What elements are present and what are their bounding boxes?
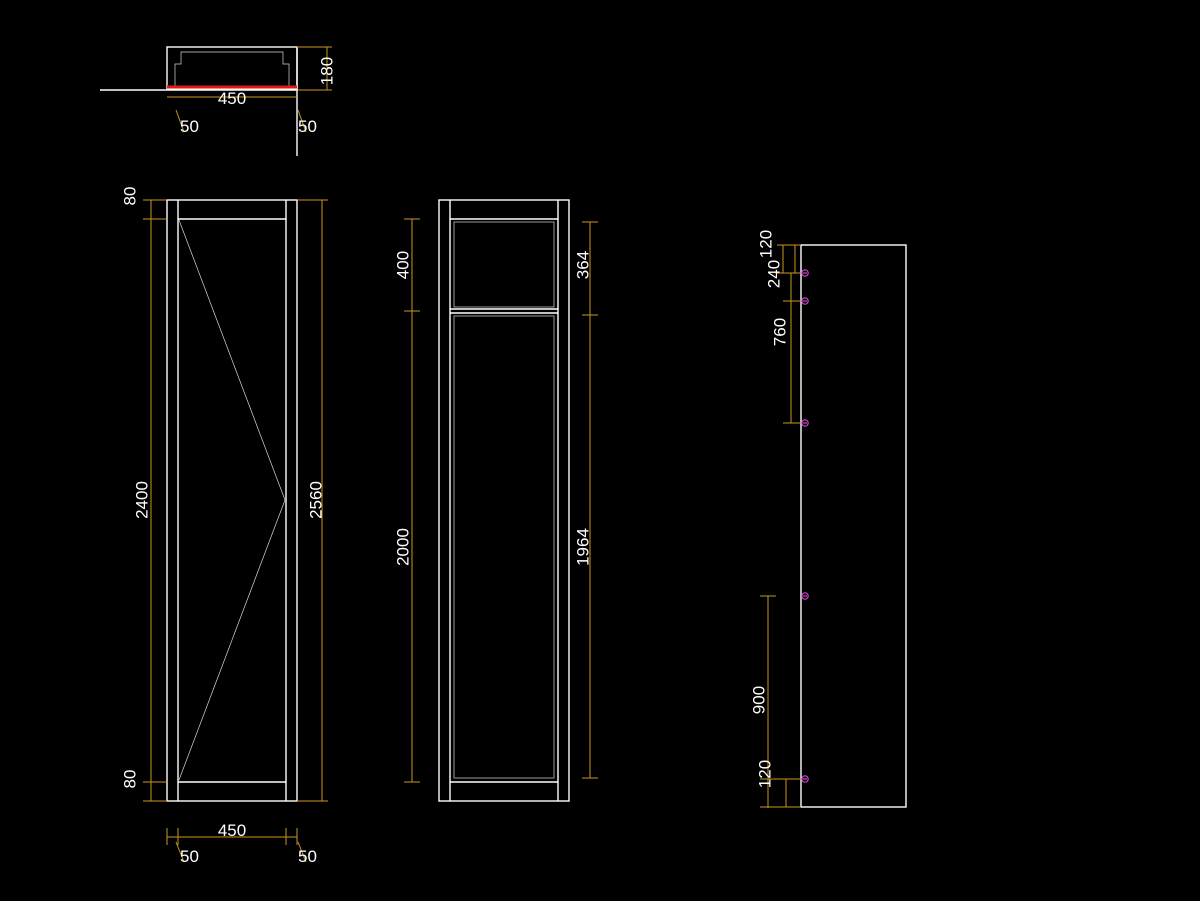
hinge-marker	[801, 269, 809, 277]
hinge-top-offset-label: 120	[756, 230, 775, 258]
door-right-offset-label: 50	[298, 847, 317, 866]
door-total-height-label: 2560	[306, 481, 325, 519]
interior-outer-bottom-label: 2000	[393, 528, 412, 566]
door-top-rail-label: 80	[120, 187, 139, 206]
plan-outer-box	[166, 46, 298, 90]
hinge-bottom-offset-label: 120	[755, 760, 774, 788]
door-height-label: 2400	[132, 481, 151, 519]
plan-width-label: 450	[218, 89, 246, 108]
plan-left-leader	[175, 109, 185, 133]
door-outer-frame	[166, 199, 298, 802]
interior-upper-compartment	[453, 221, 555, 308]
hinge-marker	[801, 775, 809, 783]
interior-elevation: 400 2000 364 1964	[393, 199, 598, 802]
door-left-leader	[175, 841, 185, 863]
side-hinge-view: 120 240 760 900 120	[749, 230, 907, 808]
plan-left-offset-label: 50	[180, 117, 199, 136]
interior-inner-top-label: 364	[573, 251, 592, 279]
side-panel-outline	[800, 244, 907, 808]
door-swing-indicator	[178, 219, 286, 781]
interior-outer-frame	[438, 199, 570, 802]
hinge-spacing-1-label: 240	[764, 260, 783, 288]
plan-inner-profile	[174, 51, 290, 88]
interior-lower-compartment	[453, 315, 555, 779]
door-left-offset-label: 50	[180, 847, 199, 866]
plan-right-leader	[297, 109, 307, 133]
hinge-spacing-2-label: 760	[770, 318, 789, 346]
hinge-marker	[801, 297, 809, 305]
hinge-lower-span-label: 900	[749, 686, 768, 714]
plan-right-offset-label: 50	[298, 117, 317, 136]
hinge-marker	[801, 419, 809, 427]
interior-outer-top-label: 400	[393, 251, 412, 279]
door-right-leader	[297, 841, 307, 863]
door-elevation: 80 2400 80 2560 450 50 50	[120, 187, 328, 866]
door-width-label: 450	[218, 821, 246, 840]
plan-view: 180 450 50 50	[100, 46, 336, 156]
plan-depth-label: 180	[317, 57, 336, 85]
interior-inner-bottom-label: 1964	[573, 528, 592, 566]
hinge-marker	[801, 592, 809, 600]
door-bottom-rail-label: 80	[120, 770, 139, 789]
